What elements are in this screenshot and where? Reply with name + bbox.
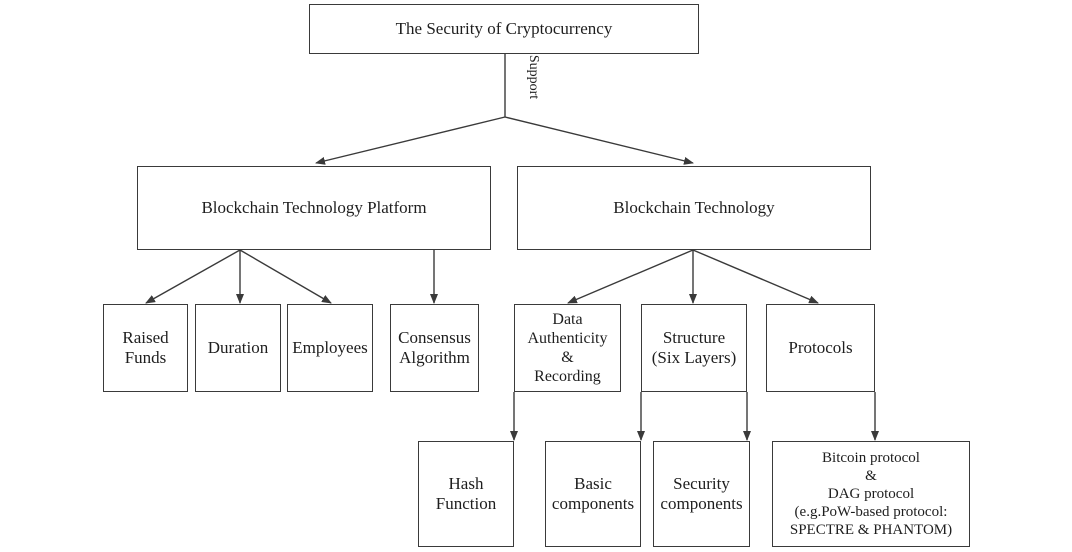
protocols-label: Protocols (788, 337, 853, 357)
technology-box: Blockchain Technology (517, 166, 871, 250)
security-components-line-1: Security (673, 473, 730, 493)
structure-box: Structure (Six Layers) (641, 304, 747, 392)
protocols-box: Protocols (766, 304, 875, 392)
hash-function-line-2: Function (435, 494, 497, 513)
basic-components-line-1: Basic (574, 473, 612, 493)
data-authenticity-line-3: & (561, 349, 574, 366)
arrow-to-employees (239, 249, 332, 304)
platform-box: Blockchain Technology Platform (137, 166, 491, 250)
raised-funds-line-2: Funds (124, 348, 167, 367)
raised-funds-box: Raised Funds (103, 304, 188, 392)
protocol-detail-box: Bitcoin protocol & DAG protocol (e.g.PoW… (772, 441, 970, 547)
security-components-box: Security components (653, 441, 750, 547)
root-label: The Security of Cryptocurrency (395, 18, 613, 38)
support-label: Support (526, 54, 541, 100)
hash-function-line-1: Hash (448, 473, 484, 493)
duration-box: Duration (195, 304, 281, 392)
security-components-line-2: components (660, 494, 743, 513)
employees-label: Employees (292, 337, 368, 357)
basic-components-line-2: components (551, 494, 635, 513)
arrow-to-raised-funds (145, 249, 241, 304)
technology-label: Blockchain Technology (613, 197, 775, 217)
consensus-box: Consensus Algorithm (390, 304, 479, 392)
arrow-to-technology (504, 116, 694, 165)
data-authenticity-box: Data Authenticity & Recording (514, 304, 621, 392)
consensus-line-2: Algorithm (399, 348, 470, 367)
data-authenticity-line-2: Authenticity (527, 329, 608, 347)
consensus-line-1: Consensus (398, 327, 471, 347)
basic-components-box: Basic components (545, 441, 641, 547)
protocol-detail-line-3: DAG protocol (827, 486, 915, 502)
data-authenticity-line-1: Data (552, 310, 583, 328)
hash-function-box: Hash Function (418, 441, 514, 547)
protocol-detail-line-2: & (865, 468, 877, 484)
arrow-to-protocols (692, 249, 819, 304)
protocol-detail-line-1: Bitcoin protocol (822, 450, 920, 466)
arrow-to-platform (315, 116, 506, 165)
protocol-detail-line-4: (e.g.PoW-based protocol: (794, 504, 948, 520)
arrow-to-data-authenticity (567, 249, 694, 304)
raised-funds-line-1: Raised (122, 327, 169, 347)
structure-line-2: (Six Layers) (651, 348, 737, 367)
protocol-detail-line-5: SPECTRE & PHANTOM) (789, 522, 953, 538)
structure-line-1: Structure (662, 327, 726, 347)
employees-box: Employees (287, 304, 373, 392)
platform-label: Blockchain Technology Platform (201, 197, 427, 217)
root-box: The Security of Cryptocurrency (309, 4, 699, 54)
data-authenticity-line-4: Recording (534, 368, 601, 386)
duration-label: Duration (207, 337, 269, 357)
